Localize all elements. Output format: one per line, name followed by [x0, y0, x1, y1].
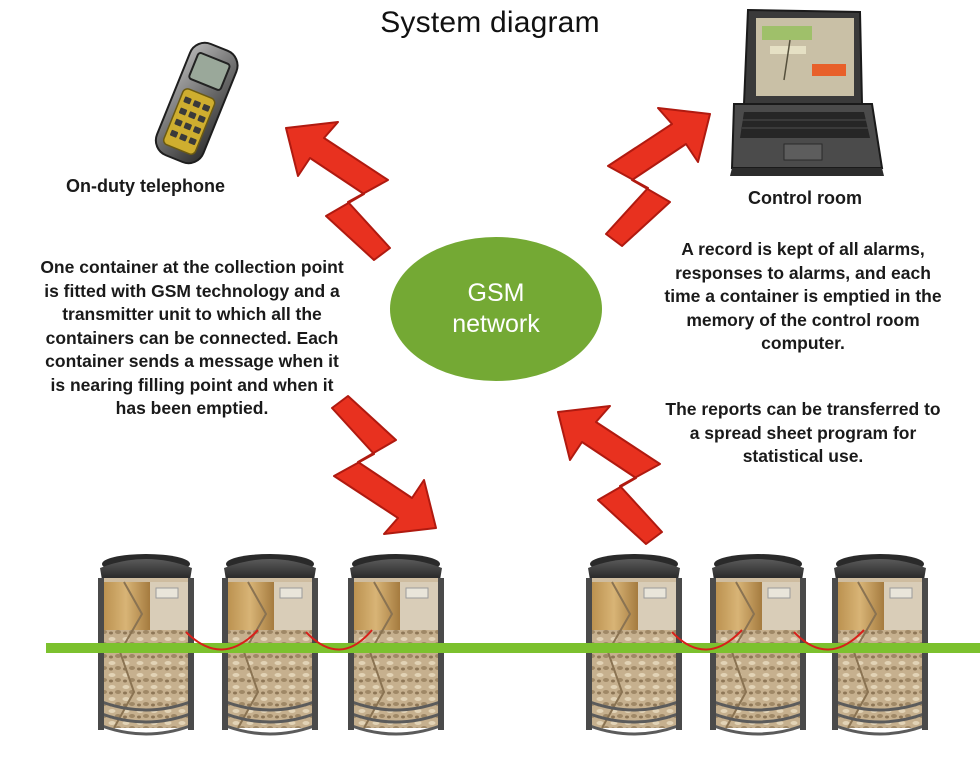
signal-arrow-phone — [284, 120, 392, 262]
control-room-label: Control room — [748, 188, 862, 208]
signal-arrow-control-room — [604, 106, 712, 248]
connection-line — [46, 643, 980, 653]
link-arcs — [185, 629, 865, 651]
control-room-description: A record is kept of all alarms, response… — [664, 239, 942, 353]
phone-label: On-duty telephone — [66, 176, 225, 196]
laptop-icon — [730, 8, 884, 176]
gsm-label-line1: GSM — [467, 279, 525, 307]
mobile-phone-icon — [154, 41, 239, 165]
left-description: One container at the collection point is… — [40, 257, 344, 418]
gsm-network-node: GSM network — [390, 237, 602, 381]
gsm-label-line2: network — [452, 310, 540, 338]
reports-description: The reports can be transferred to a spre… — [665, 399, 941, 466]
diagram-title: System diagram — [380, 6, 600, 39]
